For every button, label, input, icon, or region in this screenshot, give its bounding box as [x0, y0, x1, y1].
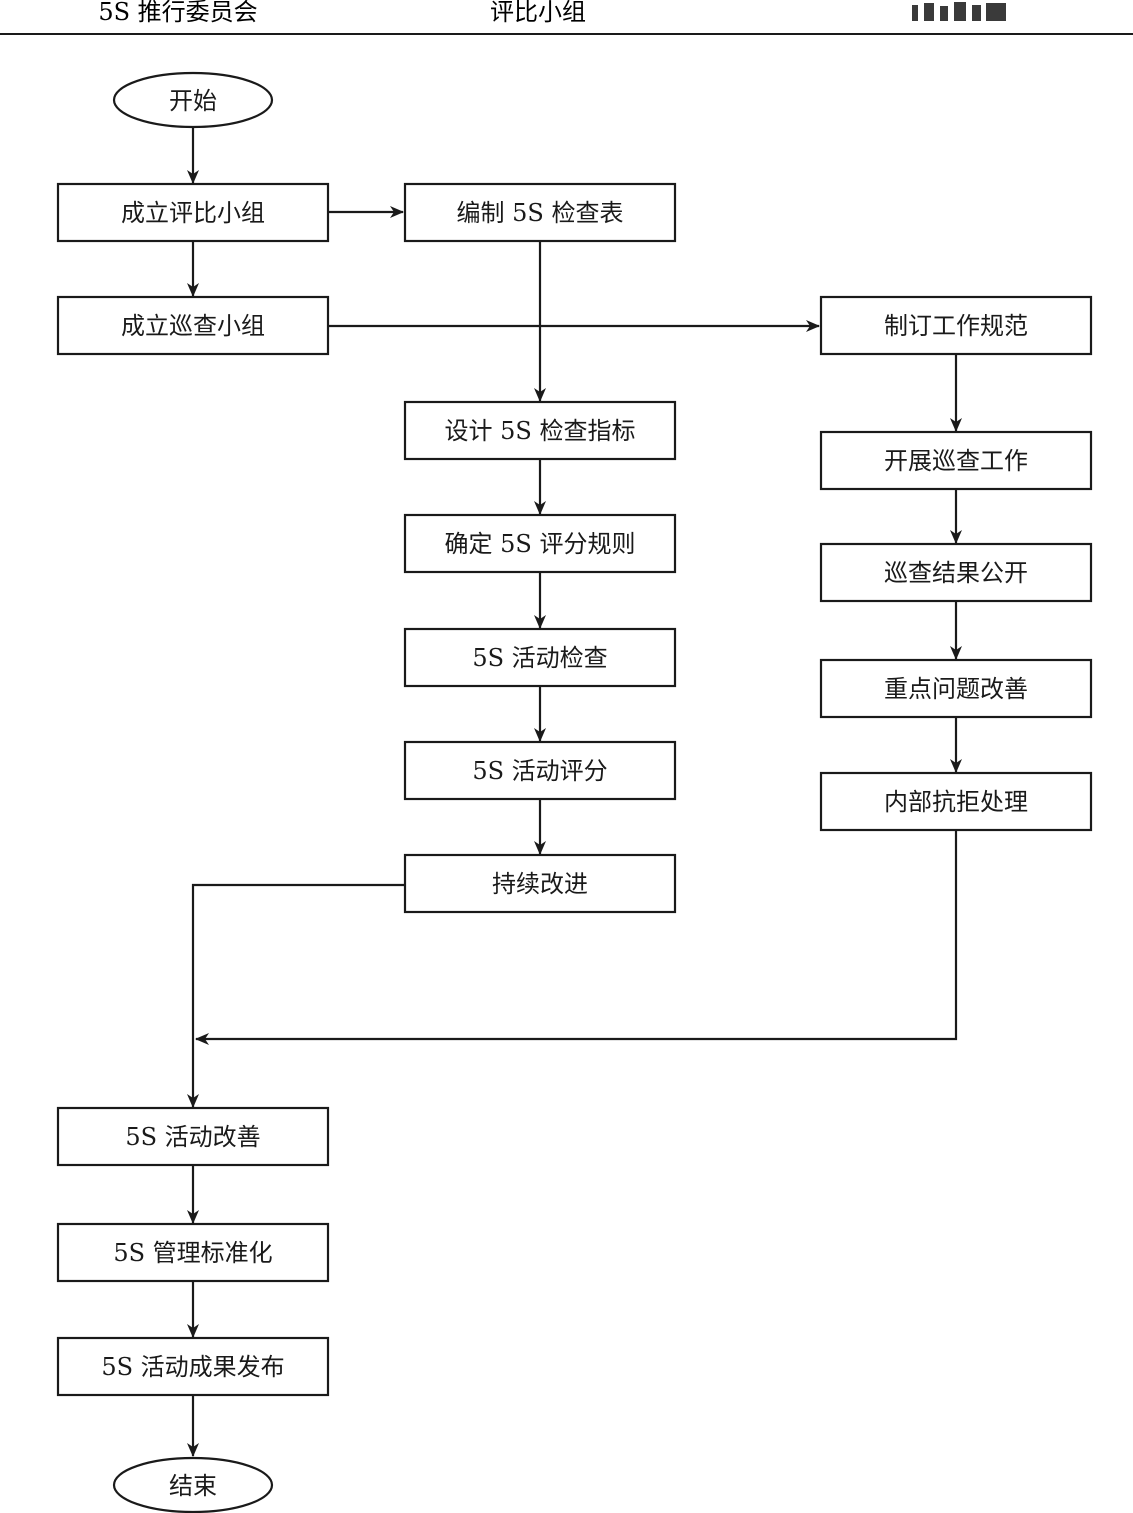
end-label: 结束: [169, 1472, 217, 1500]
arrow-refusal-to-merge: [195, 830, 958, 1045]
end-node: 结束: [112, 1456, 274, 1513]
arrow-continuous-to-activity-improve: [187, 883, 405, 1108]
node-scoring-rules: 确定 5S 评分规则: [403, 513, 677, 574]
node-continuous-improve-label: 持续改进: [492, 870, 588, 898]
node-activity-check: 5S 活动检查: [403, 627, 677, 688]
node-form-eval-group: 成立评比小组: [56, 182, 330, 243]
node-design-indicators: 设计 5S 检查指标: [403, 400, 677, 461]
node-compile-checklist: 编制 5S 检查表: [403, 182, 677, 243]
header-committee-label: 5S 推行委员会: [98, 0, 257, 26]
node-form-patrol-group: 成立巡查小组: [56, 295, 330, 356]
header-obscured-label: [912, 2, 1006, 21]
node-activity-score: 5S 活动评分: [403, 740, 677, 801]
node-standardize: 5S 管理标准化: [56, 1222, 330, 1283]
node-activity-improve: 5S 活动改善: [56, 1106, 330, 1167]
node-key-issue-improve: 重点问题改善: [819, 658, 1093, 719]
node-carry-out-patrol: 开展巡查工作: [819, 430, 1093, 491]
node-compile-checklist-label: 编制 5S 检查表: [457, 199, 624, 227]
node-form-eval-group-label: 成立评比小组: [121, 199, 265, 227]
swimlane-header: 5S 推行委员会 评比小组: [0, 0, 1133, 35]
node-continuous-improve: 持续改进: [403, 853, 677, 914]
start-label: 开始: [169, 87, 217, 115]
node-activity-improve-label: 5S 活动改善: [125, 1123, 260, 1151]
node-standardize-label: 5S 管理标准化: [113, 1239, 272, 1267]
node-results-release: 5S 活动成果发布: [56, 1336, 330, 1397]
node-set-work-spec: 制订工作规范: [819, 295, 1093, 356]
node-internal-refusal: 内部抗拒处理: [819, 771, 1093, 832]
node-form-patrol-group-label: 成立巡查小组: [121, 312, 265, 340]
node-design-indicators-label: 设计 5S 检查指标: [445, 417, 636, 445]
node-results-release-label: 5S 活动成果发布: [101, 1353, 284, 1381]
nodes: 开始 成立评比小组 成立巡查小组 编制 5S 检查表 设计 5S 检查指标 确定…: [56, 71, 1093, 1513]
node-activity-score-label: 5S 活动评分: [472, 757, 607, 785]
header-eval-group-label: 评比小组: [490, 0, 586, 26]
node-publish-patrol-results-label: 巡查结果公开: [884, 559, 1028, 587]
node-carry-out-patrol-label: 开展巡查工作: [884, 447, 1028, 475]
node-scoring-rules-label: 确定 5S 评分规则: [445, 530, 636, 558]
node-activity-check-label: 5S 活动检查: [472, 644, 607, 672]
connectors: [187, 127, 962, 1457]
start-node: 开始: [112, 71, 274, 129]
node-key-issue-improve-label: 重点问题改善: [884, 675, 1028, 703]
node-set-work-spec-label: 制订工作规范: [884, 312, 1028, 340]
node-publish-patrol-results: 巡查结果公开: [819, 542, 1093, 603]
node-internal-refusal-label: 内部抗拒处理: [884, 788, 1028, 816]
